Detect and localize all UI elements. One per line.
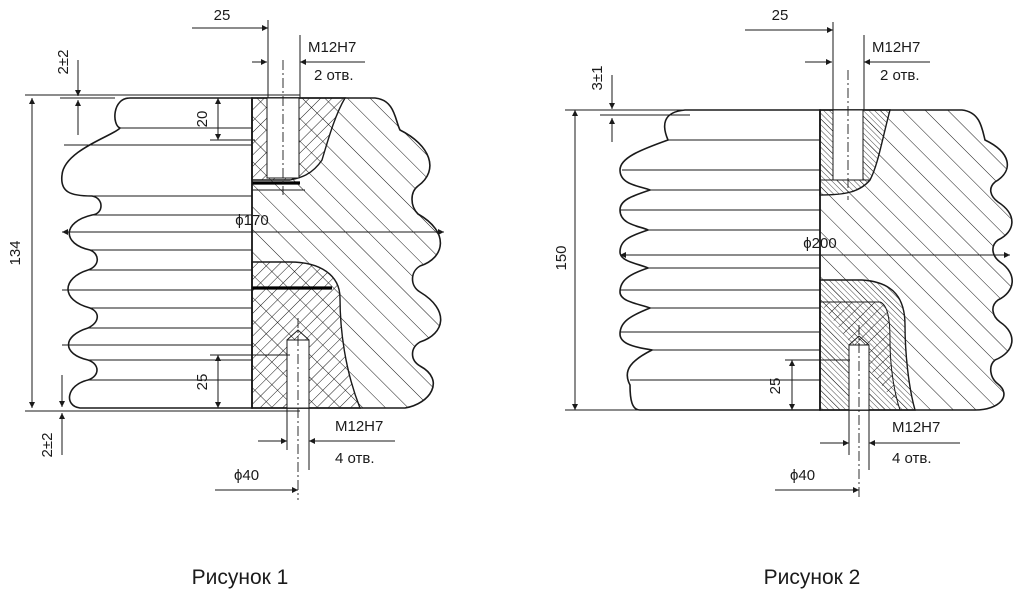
insulator-2-outline-left	[619, 109, 821, 411]
figure-2: 150 25 M12H7 2 отв. 3±1 ϕ200 25 M12H7 4 …	[553, 7, 1013, 589]
dim-top-depth-1: 20	[194, 111, 211, 128]
ribs-2	[620, 139, 820, 381]
dim-bottom-depth-2: 25	[767, 378, 784, 395]
dim-top-thread-1: M12H7	[308, 39, 356, 56]
dim-height-2: 150	[553, 245, 570, 270]
dim-bolt-circle-2: ϕ40	[790, 467, 815, 484]
dim-bottom-gap-1: 2±2	[39, 433, 56, 458]
dim-diameter-1: ϕ170	[235, 212, 268, 229]
figure-2-caption: Рисунок 2	[764, 566, 861, 589]
figure-1-caption: Рисунок 1	[192, 566, 289, 589]
figure-1: 134 25 M12H7 2 отв. 2±2 20 ϕ170 25 2±2 M…	[7, 7, 444, 589]
dim-bottom-depth-1: 25	[194, 374, 211, 391]
dim-top-gap-2: 3±1	[589, 66, 606, 91]
insulator-1-outline-left	[61, 97, 253, 409]
dim-top-thread-2: M12H7	[872, 39, 920, 56]
dim-top-holes-1: 2 отв.	[314, 67, 354, 84]
dim-bottom-holes-2: 4 отв.	[892, 450, 932, 467]
dim-top-offset-1: 25	[214, 7, 231, 24]
dim-top-gap-1: 2±2	[55, 50, 72, 75]
dim-diameter-2: ϕ200	[803, 235, 836, 252]
dim-bottom-holes-1: 4 отв.	[335, 450, 375, 467]
bottom-fitting-1	[251, 261, 362, 409]
dim-bottom-thread-2: M12H7	[892, 419, 940, 436]
dim-top-holes-2: 2 отв.	[880, 67, 920, 84]
dim-height-1: 134	[7, 240, 24, 265]
dim-top-offset-2: 25	[772, 7, 789, 24]
dim-bottom-thread-1: M12H7	[335, 418, 383, 435]
dim-bolt-circle-1: ϕ40	[234, 467, 259, 484]
